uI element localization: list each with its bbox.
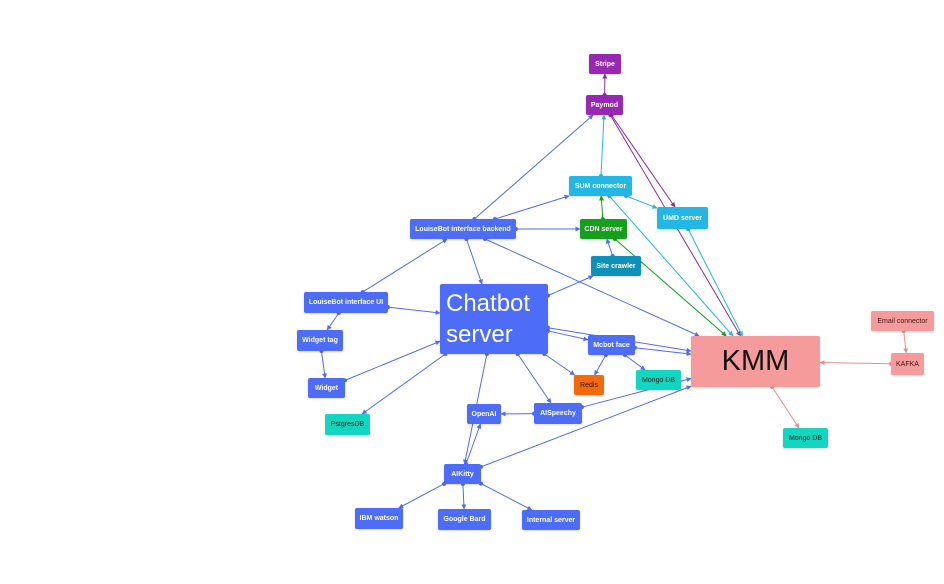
connector-aikitty-to-internal_server [480,483,533,511]
site-crawler-node[interactable]: Site crawler [591,256,641,276]
connector-umd_server-to-kmm [687,228,743,337]
mongo-db-node-1[interactable]: Mongo DB [636,370,681,390]
connector-louisebot_backend-to-sum_connector [494,194,570,220]
aikitty-node[interactable]: AIKitty [444,464,481,484]
chatbot-server-node[interactable]: Chatbot server [440,284,548,354]
connector-kafka-to-kmm [819,360,892,366]
aispeechy-node[interactable]: AISpeechy [534,403,582,424]
connector-mcbot_face-to-kmm [634,347,692,357]
internal-server-node[interactable]: Internal server [522,510,580,530]
connector-aikitty-to-ibm_watson [398,483,445,509]
louisebot-backend-node[interactable]: LouiseBot interface backend [410,219,516,239]
redis-node[interactable]: Redis [574,375,604,395]
connector-chatbot_server-to-mcbot_face [547,330,589,342]
email-connector-node[interactable]: Email connector [871,311,934,331]
kmm-node[interactable]: KMM [691,336,820,387]
connector-kmm-to-mongo_db_2 [771,386,800,429]
mongo-db-node-2[interactable]: Mongo DB [783,428,828,448]
connector-aikitty-to-kmm [480,385,692,468]
umd-server-node[interactable]: UMD server [657,207,708,229]
sum-connector-node[interactable]: SUM connector [569,176,632,196]
connector-louisebot_ui-to-louisebot_backend [362,238,448,293]
connector-cdn_server-to-sum_connector [599,195,605,220]
connector-louisebot_backend-to-paymod [474,114,594,220]
connector-mcbot_face-to-redis [594,354,607,376]
connector-cdn_server-to-kmm [614,238,727,337]
louisebot-ui-node[interactable]: LouiseBot interface UI [304,292,388,313]
connector-louisebot_backend-to-chatbot_server [465,238,483,285]
connector-sum_connector-to-kmm [608,195,734,337]
connector-email_connector-to-kafka [903,330,909,354]
openai-node[interactable]: OpenAI [467,404,501,424]
connector-aikitty-to-google_bard [461,483,467,510]
cdn-server-node[interactable]: CDN server [580,219,627,239]
connector-chatbot_server-to-redis [544,353,576,376]
connector-widget-to-chatbot_server [344,340,441,381]
connector-sum_connector-to-paymod [600,114,607,177]
ibm-watson-node[interactable]: IBM watson [355,508,403,529]
pstgresdb-node[interactable]: PstgresDB [325,414,370,435]
stripe-node[interactable]: Stripe [589,54,621,74]
google-bard-node[interactable]: Google Bard [438,509,491,530]
paymod-node[interactable]: Paymod [586,95,623,115]
widget-tag-node[interactable]: Widget tag [297,330,343,351]
connector-mcbot_face-to-mongo_db_1 [624,354,646,371]
connector-aikitty-to-openai [465,423,482,465]
connector-chatbot_server-to-aispeechy [517,353,552,404]
connector-sum_connector-to-umd_server [625,195,658,209]
mcbot-face-node[interactable]: Mcbot face [588,335,635,355]
connector-chatbot_server-to-site_crawler [547,275,594,296]
connector-paymod-to-umd_server [610,114,676,208]
connector-chatbot_server-to-pstgresdb [361,353,446,415]
connector-site_crawler-to-cdn_server [605,238,614,257]
connector-widget_tag-to-widget [320,350,327,379]
widget-node[interactable]: Widget [308,378,345,398]
kafka-node[interactable]: KAFKA [891,353,924,375]
connector-louisebot_backend-to-kmm [484,238,700,337]
connector-louisebot_ui-to-chatbot_server [387,306,441,315]
connector-louisebot_ui-to-widget_tag [326,312,340,331]
